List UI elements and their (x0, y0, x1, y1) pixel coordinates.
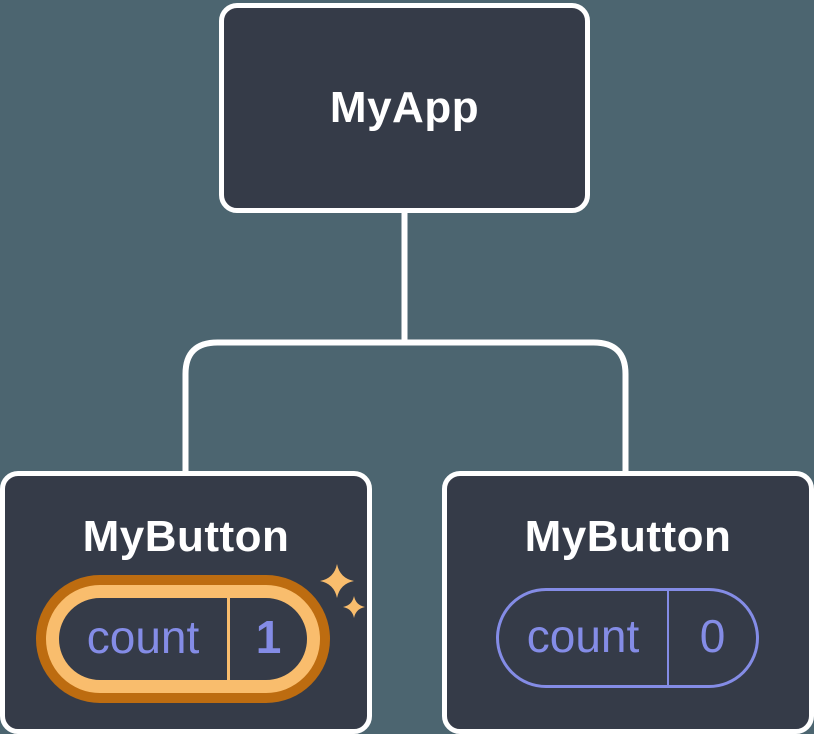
state-name-label: count (86, 611, 200, 663)
state-name-cell: count (59, 598, 227, 680)
node-mybutton-highlighted-label: MyButton (82, 512, 290, 561)
state-pill-plain: count 0 (496, 588, 759, 688)
state-value-cell: 0 (669, 591, 756, 685)
node-myapp-label: MyApp (329, 83, 480, 132)
pill-divider (667, 591, 669, 685)
state-value-cell: 1 (230, 598, 307, 680)
sparkle-large (320, 564, 354, 598)
state-value-label: 0 (699, 610, 726, 662)
node-myapp: MyApp (219, 3, 590, 213)
state-value-label: 1 (255, 611, 282, 663)
state-name-label: count (526, 610, 640, 662)
pill-divider (227, 598, 230, 680)
node-mybutton-plain-label: MyButton (524, 512, 732, 561)
node-mybutton-highlighted: MyButton count 1 (0, 471, 372, 734)
node-mybutton-plain: MyButton count 0 (442, 471, 814, 734)
sparkles-icon (320, 564, 365, 618)
sparkle-small (343, 596, 365, 618)
state-pill-highlighted: count 1 (46, 585, 320, 693)
connector-branches (182, 339, 629, 471)
state-name-cell: count (499, 591, 667, 685)
